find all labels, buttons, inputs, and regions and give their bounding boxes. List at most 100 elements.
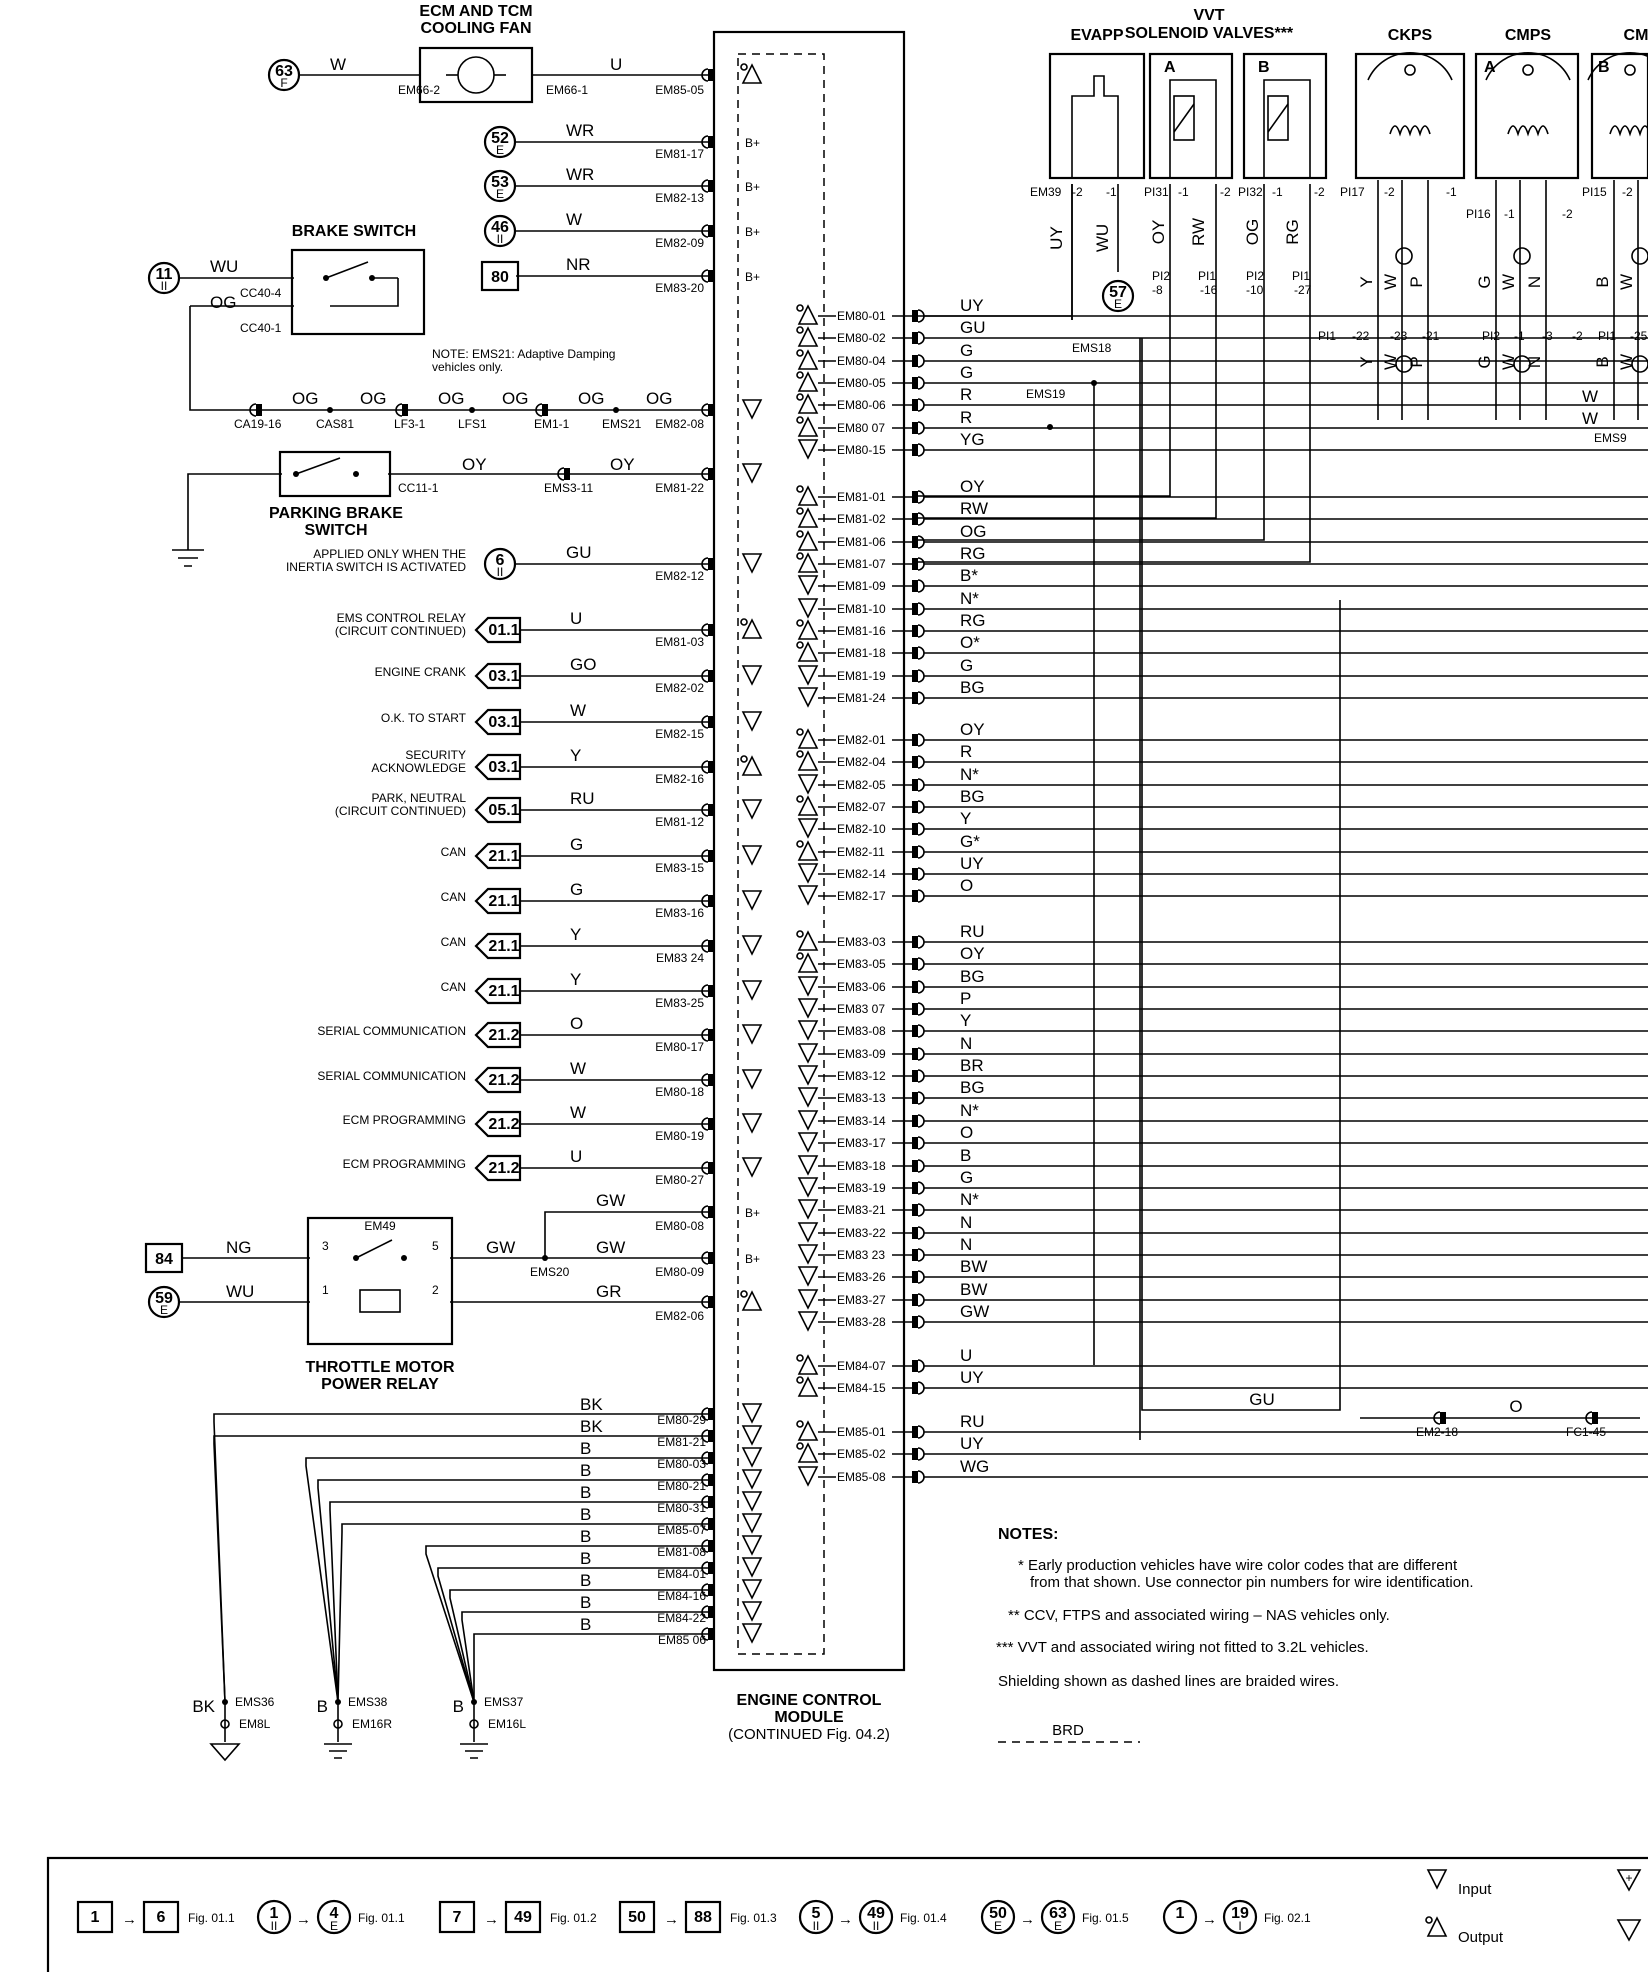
wire-color: RU (960, 922, 985, 941)
legend-ref: 50 (628, 1909, 646, 1926)
wire (187, 473, 282, 550)
output-symbol (796, 485, 804, 493)
input-symbol (797, 1466, 819, 1487)
fan-title: ECM AND TCM (419, 3, 532, 20)
pin-terminal (701, 1028, 709, 1042)
output-symbol (797, 507, 819, 528)
legend-arrow: → (838, 1911, 853, 1928)
pin-label: PI1 (1598, 329, 1616, 343)
output-symbol (796, 728, 804, 736)
fan-title: COOLING FAN (420, 20, 531, 37)
pin-label: -21 (1422, 329, 1440, 343)
ecm-right-pin: EM83-12 (837, 1069, 886, 1083)
input-symbol (741, 463, 763, 484)
input-symbol (741, 1513, 763, 1534)
pin-terminal (912, 444, 918, 456)
wire-color: N* (960, 589, 979, 608)
signal-label: ENGINE CRANK (375, 665, 466, 679)
ecm-right-pin: EM82-07 (837, 800, 886, 814)
reluctor-hub (1624, 64, 1636, 76)
wire-color: U (960, 1346, 972, 1365)
output-symbol (797, 1354, 819, 1375)
wire-color: B (580, 1439, 591, 1458)
ref-number: 21.2 (488, 1072, 519, 1089)
pin-terminal (708, 1584, 714, 1596)
pin-terminal (701, 68, 709, 82)
vvt-letter: B (1258, 59, 1270, 76)
wire-color: OY (960, 477, 985, 496)
output-symbol (741, 63, 763, 84)
ecm-shield (737, 53, 825, 1655)
ground-wire-color: B (317, 1697, 328, 1716)
pin-terminal (402, 404, 408, 416)
pin-terminal (708, 558, 714, 570)
wire-color: BR (960, 1056, 984, 1075)
wire (918, 262, 1171, 497)
ref-sub: E (160, 1303, 168, 1317)
wire-color: GO (570, 655, 596, 674)
ground-symbol (324, 1743, 352, 1759)
ref-number: 03.1 (488, 668, 519, 685)
pin-terminal (912, 692, 918, 704)
pin-terminal (912, 1471, 918, 1483)
pin-label: PI17 (1340, 185, 1365, 199)
wire-color: B (580, 1527, 591, 1546)
pin-terminal (917, 980, 925, 994)
ecm-right-pin: EM80-15 (837, 443, 886, 457)
pin-label: EM81-03 (655, 635, 704, 649)
ecm-right-pin: EM81-10 (837, 602, 886, 616)
pin-terminal (912, 422, 918, 434)
wire-color: B (580, 1505, 591, 1524)
pin-terminal (708, 1562, 714, 1574)
ecm-right-pin: EM82-05 (837, 778, 886, 792)
pin-terminal (912, 1137, 918, 1149)
legend-ref-sub: I (1238, 1919, 1241, 1933)
input-symbol (741, 553, 763, 574)
output-symbol (796, 552, 804, 560)
note-line: from that shown. Use connector pin numbe… (1030, 1574, 1474, 1591)
wire-color: O (1509, 1397, 1522, 1416)
pin-terminal (912, 1092, 918, 1104)
pin-terminal (917, 1181, 925, 1195)
wire-color: Y (1357, 356, 1376, 367)
shield-circle (1513, 247, 1531, 265)
evapp-box (1048, 52, 1146, 180)
wire-color: Y (570, 746, 581, 765)
switch-contact (325, 261, 369, 279)
pin-label: -1 (1446, 185, 1457, 199)
wire-color: NR (566, 255, 591, 274)
ref-number: 05.1 (488, 802, 519, 819)
output-symbol (797, 750, 819, 771)
wire-color: Y (1357, 276, 1376, 287)
wire-color: U (610, 55, 622, 74)
pin-terminal (912, 1003, 918, 1015)
pin-label: EM85-05 (655, 83, 704, 97)
wire-color: G (960, 1168, 973, 1187)
bplus-symbol: B+ (745, 180, 760, 194)
pin-terminal (917, 889, 925, 903)
notes-title: NOTES: (998, 1526, 1058, 1543)
pin-terminal (708, 1606, 714, 1618)
pin-label: EM82-06 (655, 1309, 704, 1323)
input-symbol (741, 799, 763, 820)
solenoid-lead (1263, 79, 1311, 178)
input-symbol (797, 818, 819, 839)
ref-number: 59 (155, 1290, 173, 1307)
legend-ref-box (76, 1900, 114, 1934)
pin-label: EM82-15 (655, 727, 704, 741)
wire-color: W (566, 210, 582, 229)
wire (918, 262, 1217, 519)
reluctor-hub (1522, 64, 1534, 76)
pin-label: CC11-1 (398, 481, 439, 495)
signal-label: CAN (441, 980, 466, 994)
legend-ref: 63 (1049, 1905, 1067, 1922)
wire-color: GU (960, 318, 986, 337)
signal-label: ECM PROGRAMMING (343, 1157, 466, 1171)
ground-splice: EMS37 (484, 1695, 524, 1709)
ref-sub: II (161, 279, 168, 293)
ground-wire (317, 1479, 708, 1703)
input-symbol (741, 1403, 763, 1424)
wire-color: G* (960, 832, 980, 851)
pin-terminal (708, 940, 714, 952)
